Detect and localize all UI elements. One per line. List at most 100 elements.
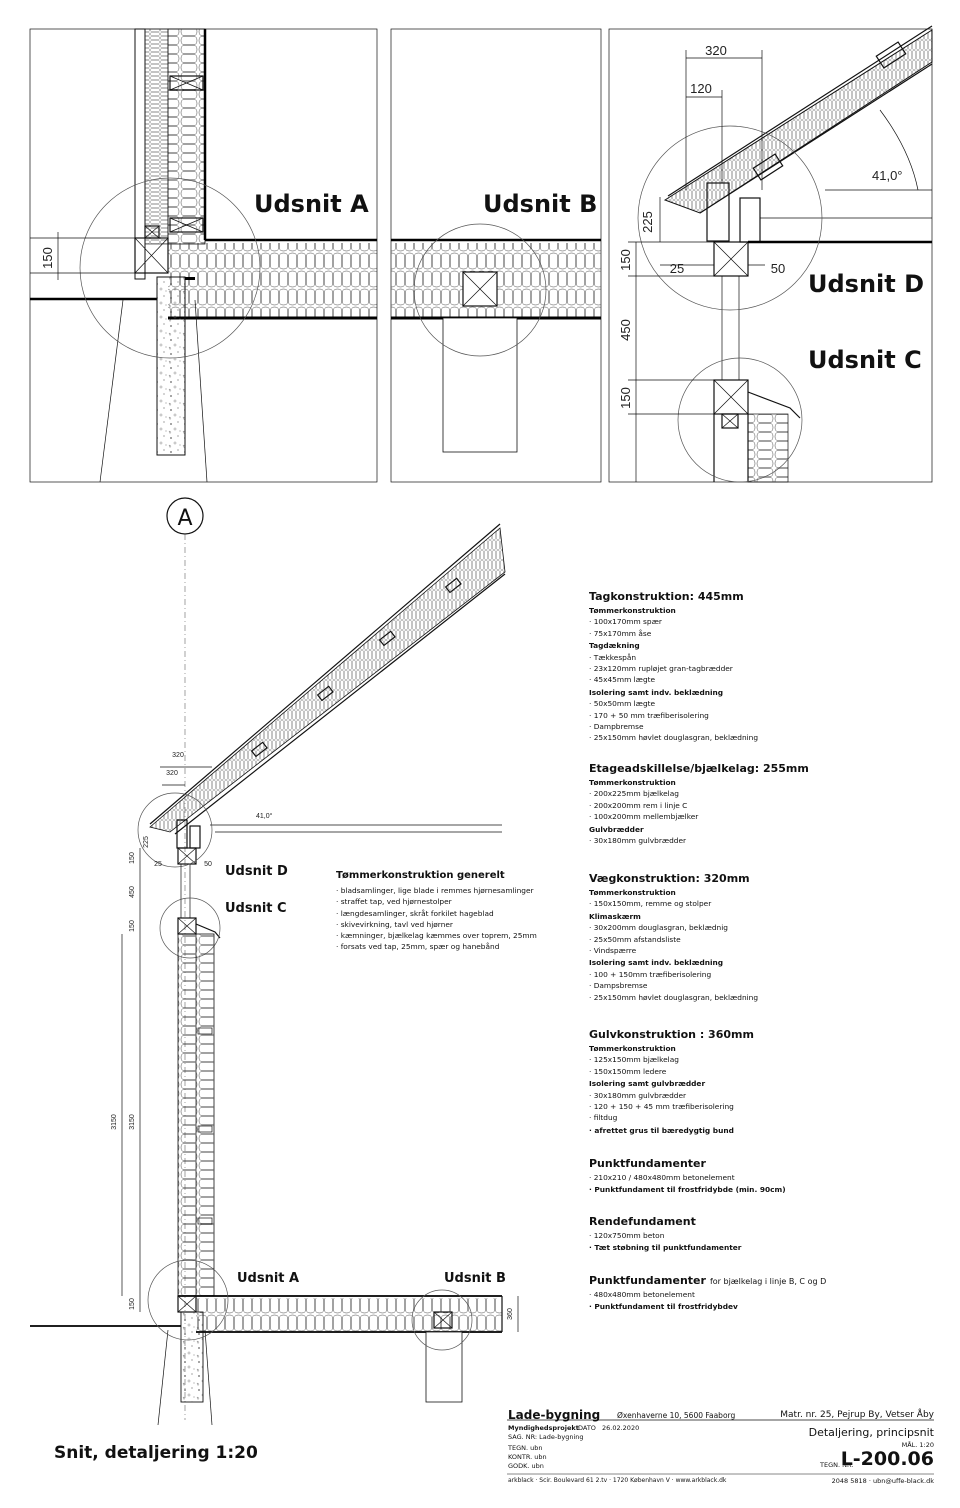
label-section-udsnit-b: Udsnit B <box>444 1271 506 1286</box>
spec-subheading: Tømmerkonstruktion <box>589 888 676 897</box>
dim-320-b: 320 <box>166 770 178 777</box>
label-section-udsnit-c: Udsnit C <box>225 901 287 916</box>
dim-angle: 41,0° <box>256 812 273 820</box>
spec-item: · 25x150mm høvlet douglasgran, beklædnin… <box>589 733 759 743</box>
spec-item: · Dampsbremse <box>589 981 648 991</box>
drawing-title: Detaljering, principsnit <box>808 1426 934 1439</box>
spec-subheading: Tømmerkonstruktion <box>589 606 676 615</box>
spec-subheading: · Punktfundament til frostfridybde (min.… <box>589 1185 786 1195</box>
spec-item: · 120 + 150 + 45 mm træfiberisolering <box>589 1102 734 1112</box>
spec-heading: Tagkonstruktion: 445mm <box>589 590 758 603</box>
dim-3150-b: 3150 <box>129 1114 136 1130</box>
spec-item: · 30x200mm douglasgran, beklædnig <box>589 923 728 933</box>
spec-subheading: Tømmerkonstruktion <box>589 778 676 787</box>
dim-150-a: 150 <box>129 852 136 864</box>
dim-225: 225 <box>143 836 150 848</box>
dim-150-c: 150 <box>129 1298 136 1310</box>
dim-50: 50 <box>771 261 785 276</box>
spec-heading-text: Vægkonstruktion: 320mm <box>589 872 750 885</box>
panel-udsnit-cd: 320 120 225 25 50 150 450 150 41,0° Udsn… <box>608 25 933 483</box>
spec-rende: Rendefundament· 120x750mm beton· Tæt stø… <box>589 1215 741 1254</box>
tegn-nr-label: TEGN. NR. <box>820 1461 854 1469</box>
spec-item: · 200x200mm rem i linje C <box>589 800 688 810</box>
spec-item: · 100x200mm mellembjælker <box>589 812 699 822</box>
dim-120: 120 <box>690 81 712 96</box>
matr-nr: Matr. nr. 25, Pejrup By, Vetser Åby <box>780 1410 934 1420</box>
spec-heading-suffix: for bjælkelag i linje B, C og D <box>709 1277 827 1286</box>
tegn: TEGN. ubn <box>508 1444 543 1452</box>
dim-360: 360 <box>507 1308 514 1320</box>
kontr: KONTR. ubn <box>508 1453 547 1461</box>
dim-25: 25 <box>670 261 684 276</box>
dim-25: 25 <box>154 861 162 868</box>
spec-subheading: Isolering samt indv. beklædning <box>589 958 724 968</box>
sag-nr: SAG. NR: Lade-bygning <box>508 1433 584 1441</box>
main-section: A <box>30 497 519 1463</box>
label-udsnit-a: Udsnit A <box>254 190 369 218</box>
footer-office: arkblack · Scir. Boulevard 61 2.tv · 172… <box>508 1477 727 1484</box>
spec-item: · 480x480mm betonelement <box>589 1290 695 1299</box>
dim-angle: 41,0° <box>872 168 903 183</box>
spec-item: · 210x210 / 480x480mm betonelement <box>589 1173 735 1182</box>
godk: GODK. ubn <box>508 1462 544 1470</box>
dim-150: 150 <box>40 247 55 269</box>
general-item: · bladsamlinger, lige blade i remmes hjø… <box>336 886 534 895</box>
dim-3150-a: 3150 <box>111 1114 118 1130</box>
spec-heading: Gulvkonstruktion : 360mm <box>589 1028 754 1041</box>
panel-udsnit-a: 150 Udsnit A <box>29 28 378 483</box>
label-section-udsnit-d: Udsnit D <box>225 864 288 879</box>
project-type: Myndighedsprojekt <box>508 1424 579 1432</box>
spec-item: · filtdug <box>589 1113 618 1123</box>
dim-225: 225 <box>640 211 655 233</box>
spec-item: · 100x170mm spær <box>589 617 662 627</box>
spec-item: · 25x150mm høvlet douglasgran, beklædnin… <box>589 992 759 1002</box>
spec-item: · Tækkespån <box>589 652 637 662</box>
spec-subheading: · afrettet grus til bæredygtig bund <box>589 1125 734 1135</box>
tegn-nr: L-200.06 <box>840 1448 934 1470</box>
spec-item: · Vindspærre <box>589 946 637 956</box>
dim-320: 320 <box>705 43 727 58</box>
spec-heading-text: Punktfundamenter <box>589 1274 706 1287</box>
titleblock-lines <box>507 1419 934 1475</box>
general-item: · kæmninger, bjælkelag kæmmes over topre… <box>336 931 537 941</box>
grid-label-a: A <box>177 506 192 531</box>
project-address: Øxenhaverne 10, 5600 Faaborg <box>617 1411 736 1420</box>
dim-150-top: 150 <box>618 249 633 271</box>
spec-subheading: Klimaskærm <box>589 911 641 921</box>
spec-subheading: Gulvbrædder <box>589 824 644 834</box>
general-heading: Tømmerkonstruktion generelt <box>336 870 505 881</box>
spec-heading-text: Tagkonstruktion: 445mm <box>589 590 744 603</box>
general-item: · forsats ved tap, 25mm, spær og hanebån… <box>336 942 500 952</box>
dim-450: 450 <box>618 319 633 341</box>
spec-item: · 45x45mm lægte <box>589 675 656 685</box>
spec-item: · 120x750mm beton <box>589 1231 665 1240</box>
spec-heading: Vægkonstruktion: 320mm <box>589 872 758 885</box>
spec-heading-text: Gulvkonstruktion : 360mm <box>589 1028 754 1041</box>
spec-heading-text: Etageadskillelse/bjælkelag: 255mm <box>589 762 809 775</box>
spec-item: · 23x120mm rupløjet gran-tagbrædder <box>589 664 733 674</box>
spec-subheading: Tagdækning <box>589 641 640 651</box>
dim-450: 450 <box>129 886 136 898</box>
spec-item: · 150x150mm ledere <box>589 1066 667 1076</box>
scale: MÅL. 1:20 <box>901 1441 934 1449</box>
spec-heading: Etageadskillelse/bjælkelag: 255mm <box>589 762 809 775</box>
spec-subheading: Isolering samt indv. beklædning <box>589 687 724 697</box>
spec-subheading: · Punktfundament til frostfridybdev <box>589 1302 738 1312</box>
dim-150-bot: 150 <box>618 387 633 409</box>
spec-item: · 50x50mm lægte <box>589 699 656 709</box>
general-notes: Tømmerkonstruktion generelt · bladsamlin… <box>336 870 537 953</box>
spec-item: · 75x170mm åse <box>589 628 652 638</box>
spec-item: · 25x50mm afstandsliste <box>589 934 681 944</box>
label-udsnit-c: Udsnit C <box>808 346 922 374</box>
dim-50: 50 <box>204 861 212 868</box>
spec-heading-text: Punktfundamenter <box>589 1157 706 1170</box>
general-item: · skivevirkning, tavl ved hjørner <box>336 919 453 929</box>
label-udsnit-d: Udsnit D <box>808 270 924 298</box>
